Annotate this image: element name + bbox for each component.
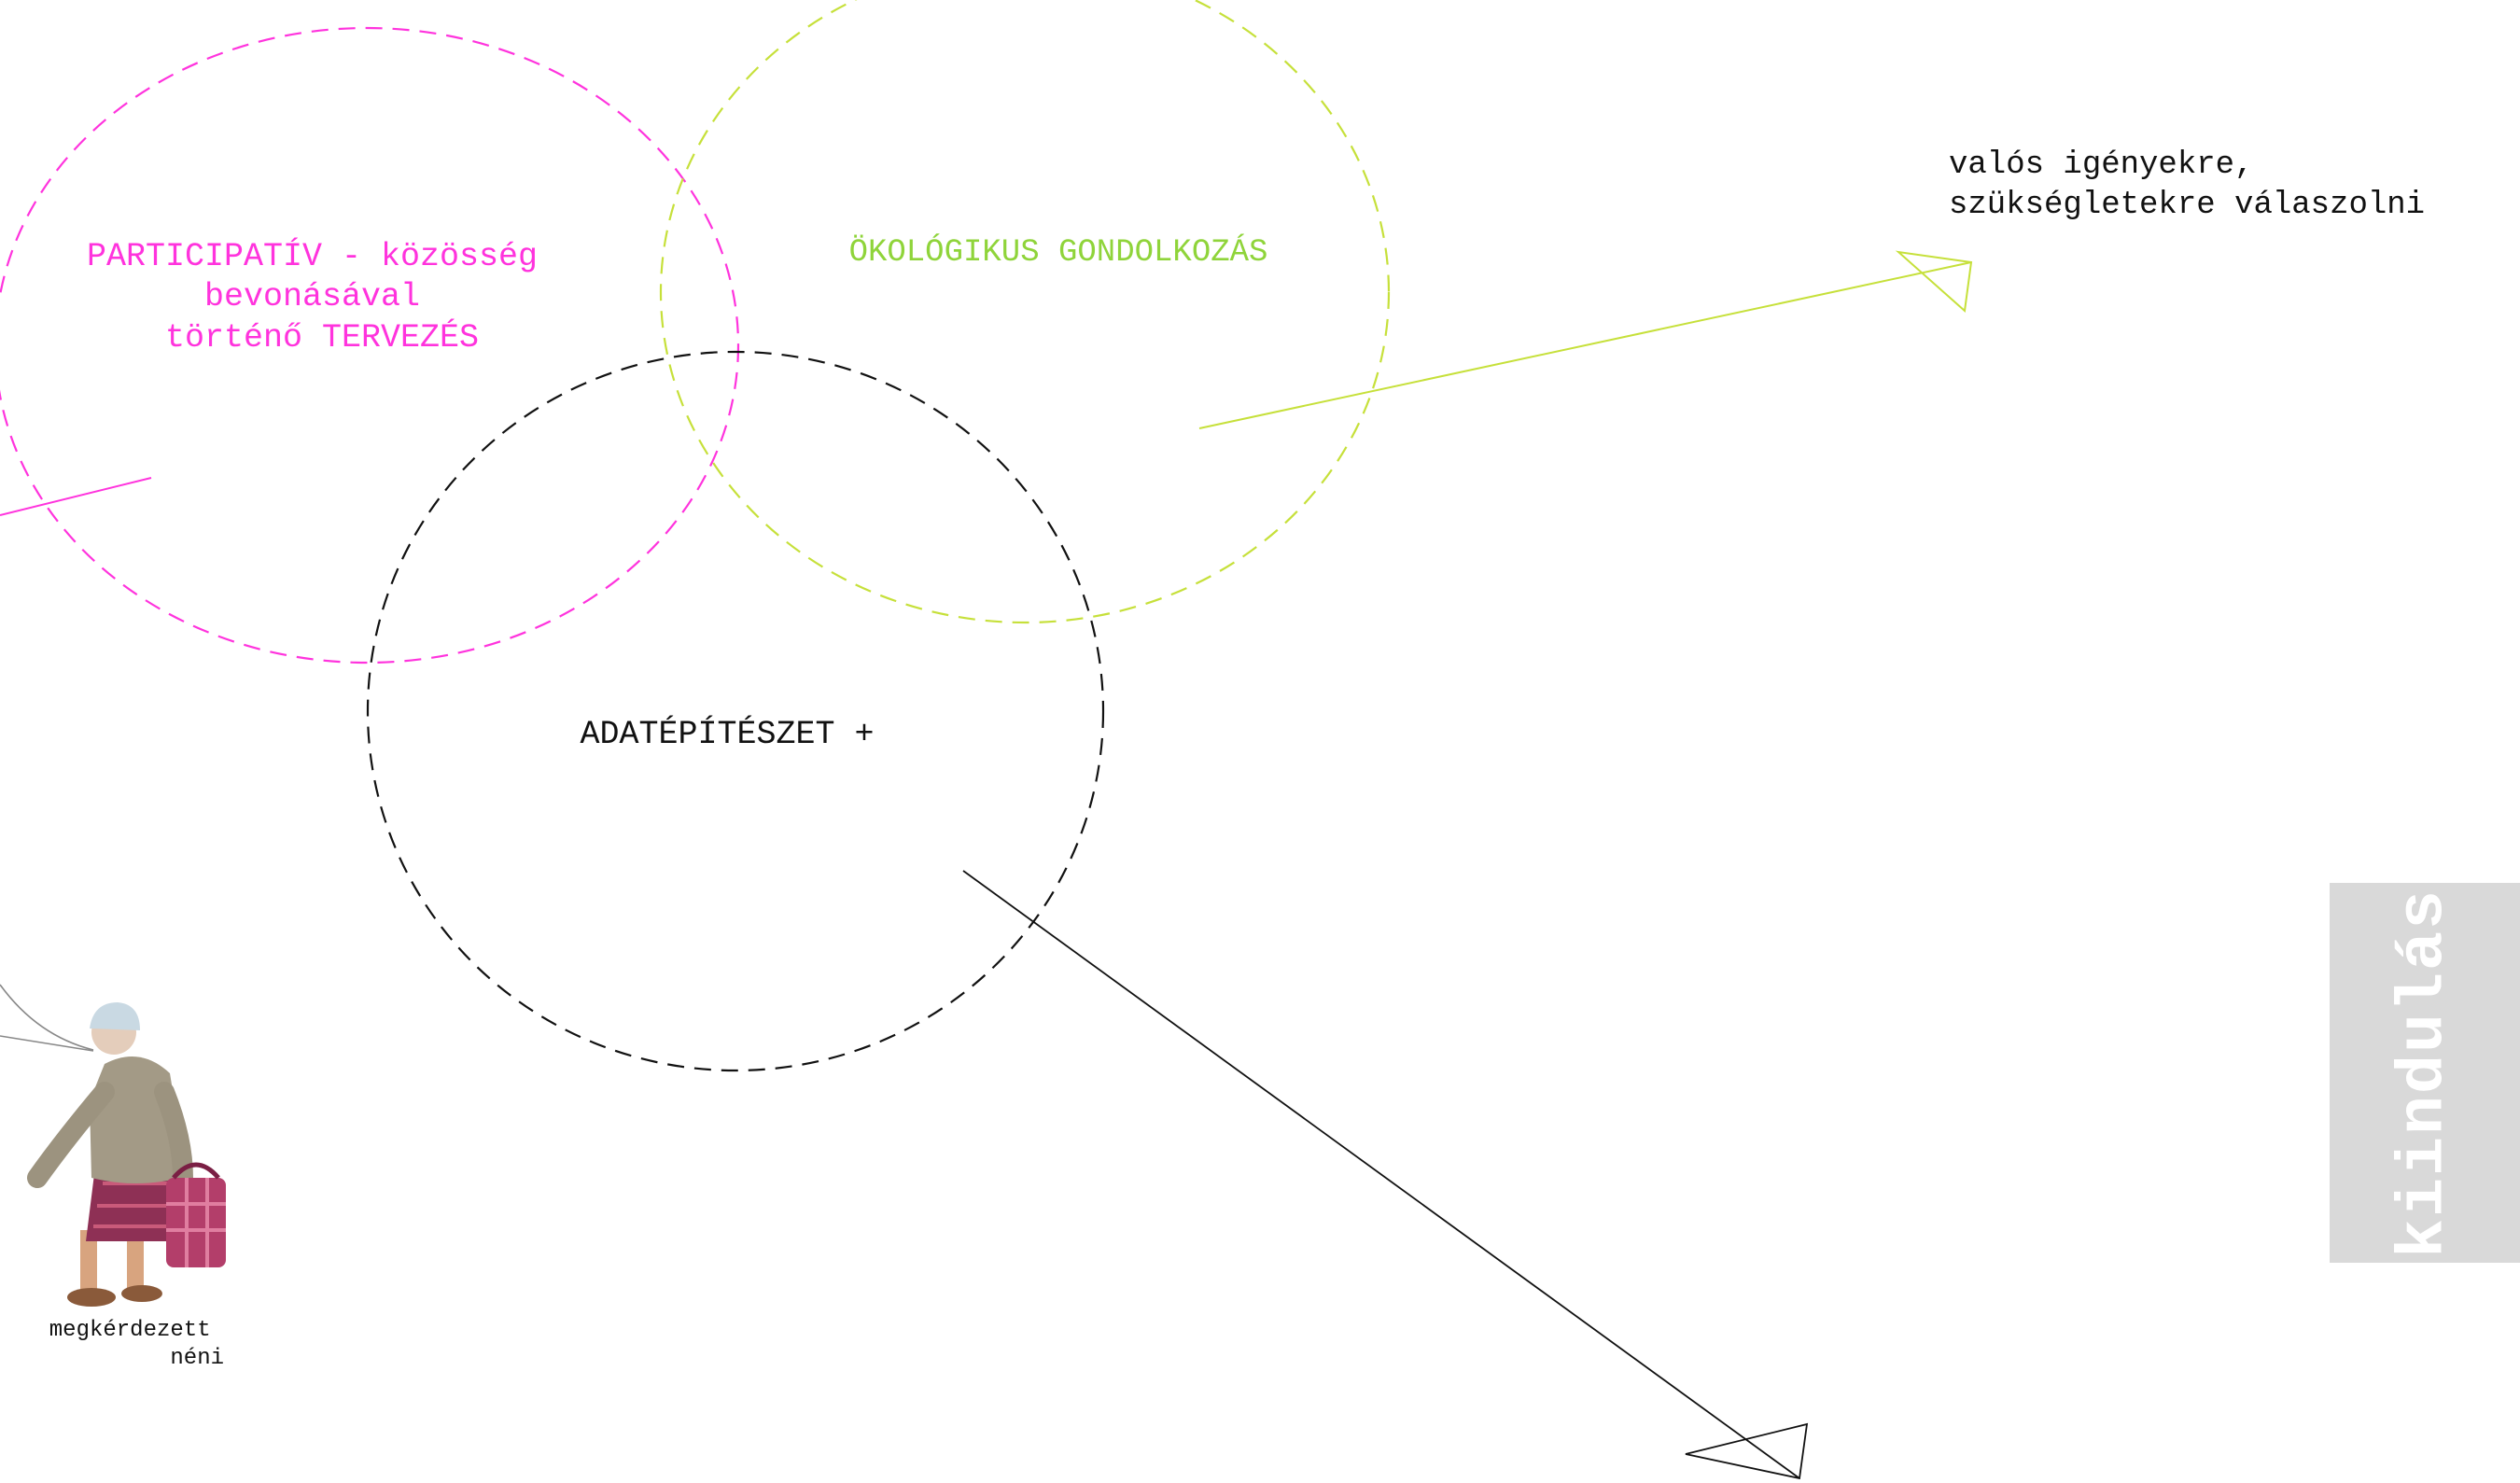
participativ-label: PARTICIPATÍV - közösség bevonásával tört… <box>87 237 557 357</box>
adatepiteszet-label: ADATÉPÍTÉSZET + <box>580 715 874 753</box>
figure-caption: megkérdezett néni <box>49 1318 224 1371</box>
figure-caption-line-1: megkérdezett <box>49 1318 211 1343</box>
participativ-connector-line <box>0 477 152 516</box>
figure-speech-line <box>0 1035 94 1052</box>
participativ-circle <box>0 27 739 664</box>
figure-speech-line <box>0 984 94 1051</box>
annotation-line-1: valós igényekre, <box>1949 147 2253 183</box>
participativ-label-line-3: történő TERVEZÉS <box>165 318 479 357</box>
participativ-label-line-2: bevonásával <box>204 278 420 315</box>
okologikus-circle <box>660 0 1390 623</box>
okologikus-arrow-line <box>1198 261 1972 429</box>
figure-caption-line-2: néni <box>170 1346 224 1371</box>
side-tab-label: kiindulás <box>2387 888 2462 1258</box>
participativ-label-line-1: PARTICIPATÍV - közösség <box>87 237 538 275</box>
adatepiteszet-circle <box>366 350 1105 1072</box>
adatepiteszet-arrow-line <box>962 870 1800 1479</box>
elderly-woman-icon <box>27 1002 226 1307</box>
okologikus-label: ÖKOLÓGIKUS GONDOLKOZÁS <box>849 234 1268 271</box>
side-tab: kiindulás <box>2330 883 2520 1263</box>
annotation-text: valós igényekre, szükségletekre válaszol… <box>1949 147 2425 223</box>
adatepiteszet-arrowhead-icon <box>1685 1422 1809 1480</box>
okologikus-arrowhead-icon <box>1895 250 1973 313</box>
annotation-line-2: szükségletekre válaszolni <box>1949 188 2425 223</box>
